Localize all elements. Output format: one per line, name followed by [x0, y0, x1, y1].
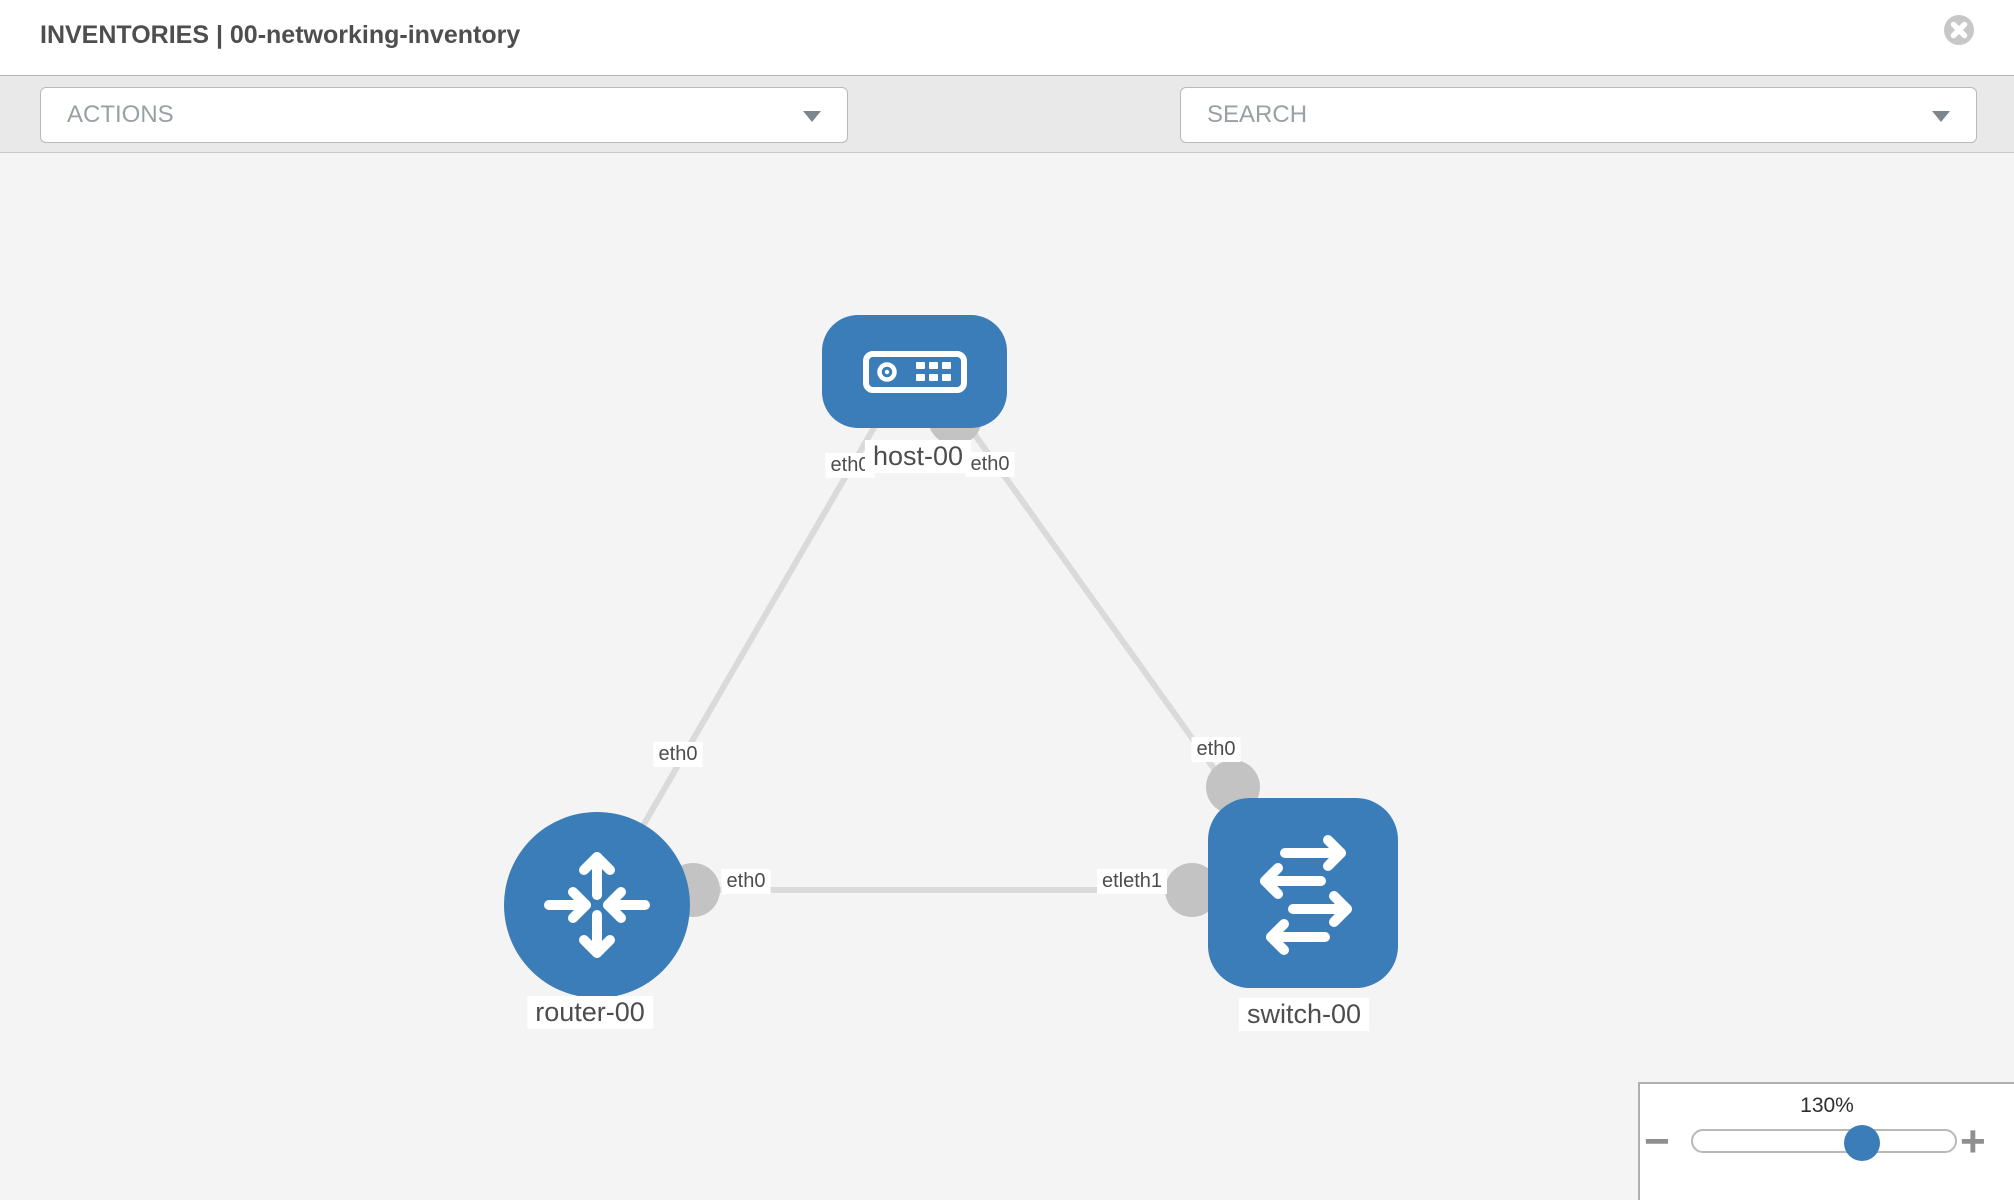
node-host-00[interactable] — [822, 315, 1007, 428]
toolbar: ACTIONS SEARCH — [0, 75, 2014, 207]
iface-label-switch-eth1: etleth1 — [1096, 869, 1168, 894]
zoom-level-label: 130% — [1800, 1094, 1854, 1117]
node-label-switch-00: switch-00 — [1238, 998, 1370, 1031]
node-label-host-00: host-00 — [864, 440, 972, 473]
chevron-down-icon — [1932, 111, 1950, 122]
page-title: INVENTORIES | 00-networking-inventory — [40, 21, 521, 49]
chevron-down-icon — [803, 111, 821, 122]
link-host-router — [594, 398, 893, 907]
close-button[interactable] — [1944, 15, 1974, 45]
header-bar: INVENTORIES | 00-networking-inventory — [0, 0, 2014, 75]
zoom-out-button[interactable]: − — [1644, 1114, 1670, 1170]
iface-label-switch-eth0-up: eth0 — [1191, 737, 1241, 762]
iface-label-router-eth0: eth0 — [721, 869, 771, 894]
zoom-slider-track[interactable] — [1691, 1129, 1957, 1153]
iface-label-router-eth0-up: eth0 — [653, 742, 703, 767]
close-icon — [1944, 15, 1974, 45]
zoom-slider-thumb[interactable] — [1844, 1125, 1880, 1161]
node-router-00[interactable] — [504, 812, 690, 998]
topology-canvas[interactable]: host-00 router-00 switch-00 eth0 eth0 et… — [0, 153, 2014, 1200]
iface-label-host-eth0-right: eth0 — [965, 452, 1015, 477]
router-arrows-icon — [544, 852, 650, 958]
topology-links-layer — [594, 391, 1306, 917]
search-dropdown-label: SEARCH — [1207, 101, 1308, 128]
actions-dropdown-label: ACTIONS — [67, 101, 174, 128]
node-switch-00[interactable] — [1208, 798, 1398, 988]
actions-dropdown[interactable]: ACTIONS — [40, 87, 848, 143]
zoom-control-panel: 130% − + — [1638, 1082, 2014, 1200]
host-server-icon — [862, 350, 967, 393]
zoom-in-button[interactable]: + — [1960, 1114, 1986, 1170]
connector-switch-left-icon — [1165, 863, 1219, 917]
search-dropdown[interactable]: SEARCH — [1180, 87, 1977, 143]
node-label-router-00: router-00 — [527, 996, 653, 1029]
switch-arrows-icon — [1260, 835, 1352, 955]
